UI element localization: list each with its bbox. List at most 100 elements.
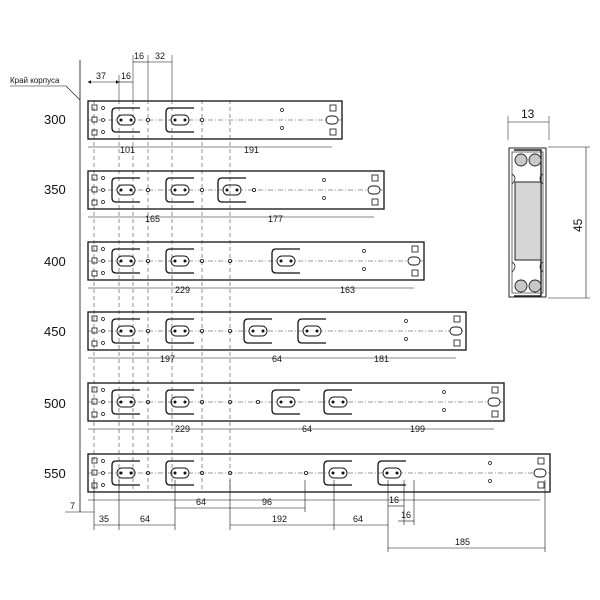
rail-square-hole (371, 198, 379, 206)
slot-hole (119, 400, 123, 404)
mounting-slot (165, 107, 194, 133)
rail-hole (255, 399, 260, 404)
rail-square-hole (537, 457, 545, 465)
dim-64-b: 64 (196, 497, 206, 507)
slot-inner (276, 255, 296, 267)
rail-square-hole (91, 270, 98, 277)
slot-outline (271, 389, 300, 395)
rail-hole (101, 118, 105, 122)
slot-inner (170, 114, 190, 126)
slot-outline (165, 177, 194, 183)
mounting-slot (165, 460, 194, 486)
slot-outline (165, 389, 194, 395)
slot-hole (331, 400, 335, 404)
slot-hole (251, 329, 255, 333)
mounting-slot (323, 389, 352, 415)
rail-hole (101, 106, 105, 110)
dim-16-a: 16 (121, 71, 131, 81)
slide-rail-1 (87, 170, 385, 218)
slot-hole (183, 471, 187, 475)
dim-16-b: 16 (134, 51, 144, 61)
dim-500-b: 64 (302, 424, 312, 434)
dim-32: 32 (155, 51, 165, 61)
slot-inner (170, 255, 190, 267)
dim-350-a: 165 (145, 214, 160, 224)
rail-hole (101, 130, 105, 134)
rail-hole (101, 259, 105, 263)
dim-450-a: 197 (160, 354, 175, 364)
rail-hole (101, 188, 105, 192)
slot-hole (341, 400, 345, 404)
slot-hole (173, 188, 177, 192)
slide-rows (87, 100, 551, 501)
rail-hole (101, 200, 105, 204)
slot-hole (385, 471, 389, 475)
slot-outline (323, 394, 352, 415)
rail-hole (101, 471, 105, 475)
slot-inner (170, 396, 190, 408)
length-label-350: 350 (44, 182, 66, 197)
rail-square-hole (91, 245, 98, 252)
slot-inner (116, 396, 136, 408)
slot-outline (165, 394, 194, 415)
rail-square-hole (91, 129, 98, 136)
slot-hole (279, 400, 283, 404)
dim-96: 96 (262, 497, 272, 507)
dim-16-d: 16 (401, 510, 411, 520)
rail-hole (101, 317, 105, 321)
dim-500-c: 199 (410, 424, 425, 434)
slot-hole (261, 329, 265, 333)
row-dimensions: 101 191 165 177 229 163 197 64 181 229 6… (120, 145, 425, 434)
slot-inner (170, 184, 190, 196)
slot-hole (183, 400, 187, 404)
dim-7: 7 (70, 501, 75, 511)
slot-inner (382, 467, 402, 479)
rail-hole (101, 388, 105, 392)
slot-inner (116, 114, 136, 126)
rail-square-hole (371, 174, 379, 182)
slot-hole (173, 118, 177, 122)
slot-inner (276, 396, 296, 408)
slot-outline (297, 318, 326, 324)
slot-hole (183, 259, 187, 263)
rail-hole (442, 390, 446, 394)
slot-outline (323, 460, 352, 466)
rail-square-hole (91, 327, 98, 334)
slide-rail-5 (87, 453, 551, 501)
rail-square-hole (91, 457, 98, 464)
slot-hole (173, 471, 177, 475)
slot-outline (165, 323, 194, 344)
slot-outline (217, 177, 246, 183)
rail-hole (404, 337, 408, 341)
rail-square-hole (91, 199, 98, 206)
slot-outline (271, 394, 300, 415)
rail-square-hole (91, 386, 98, 393)
rail-end-slot (325, 115, 339, 125)
rail-square-hole (91, 411, 98, 418)
rail-end-slot (487, 397, 501, 407)
rail-hole (101, 341, 105, 345)
mounting-slot (271, 389, 300, 415)
cabinet-edge-label: Край корпуса (10, 76, 60, 85)
slot-outline (165, 460, 194, 466)
mounting-slot (111, 177, 140, 203)
slot-outline (323, 465, 352, 486)
slot-outline (297, 323, 326, 344)
slot-hole (173, 259, 177, 263)
slot-outline (165, 182, 194, 203)
slot-inner (170, 467, 190, 479)
slot-outline (111, 182, 140, 203)
mounting-slot (111, 389, 140, 415)
rail-hole (101, 459, 105, 463)
slot-hole (129, 188, 133, 192)
rail-square-hole (453, 315, 461, 323)
bottom-dimension-labels: 7 35 64 64 96 192 64 16 16 185 (70, 495, 470, 547)
dim-400-b: 163 (340, 285, 355, 295)
slot-outline (111, 323, 140, 344)
rail-hole (322, 196, 326, 200)
rail-hole (101, 400, 105, 404)
dim-400-a: 229 (175, 285, 190, 295)
slot-outline (165, 112, 194, 133)
slot-inner (222, 184, 242, 196)
